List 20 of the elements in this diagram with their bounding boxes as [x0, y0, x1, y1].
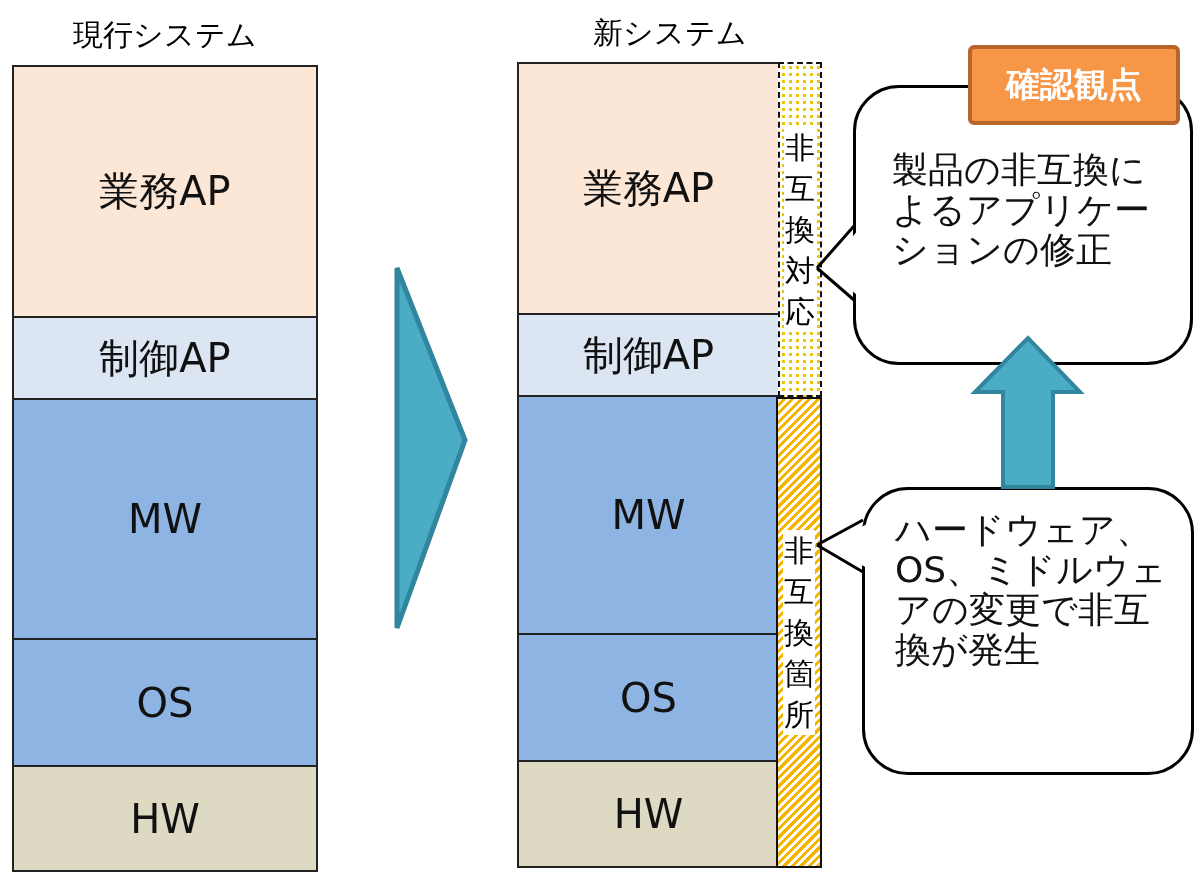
layer-box: MW — [12, 398, 318, 640]
hatched-strip — [776, 397, 822, 868]
layer-box: 制御AP — [517, 313, 780, 397]
layer-box: 業務AP — [517, 62, 780, 315]
vertical-label: 非互換箇所 — [783, 530, 815, 735]
chevron-arrow — [394, 265, 468, 631]
block-arrow — [970, 335, 1085, 489]
layer-box: OS — [12, 638, 318, 767]
callout-text: 製品の非互換によるアプリケーションの修正 — [892, 150, 1151, 270]
callout-pointer — [815, 518, 865, 574]
dotted-strip — [778, 62, 822, 397]
callout-pointer — [815, 224, 856, 302]
layer-box: 業務AP — [12, 65, 318, 318]
layer-box: 制御AP — [12, 316, 318, 400]
column-heading: 現行システム — [72, 16, 258, 54]
callout-text: ハードウェア、OS、ミドルウェアの変更で非互換が発生 — [895, 510, 1169, 670]
column-heading: 新システム — [591, 14, 748, 52]
heading-tag: 確認観点 — [968, 45, 1180, 125]
layer-box: HW — [12, 765, 318, 872]
speech-bubble — [862, 487, 1194, 775]
